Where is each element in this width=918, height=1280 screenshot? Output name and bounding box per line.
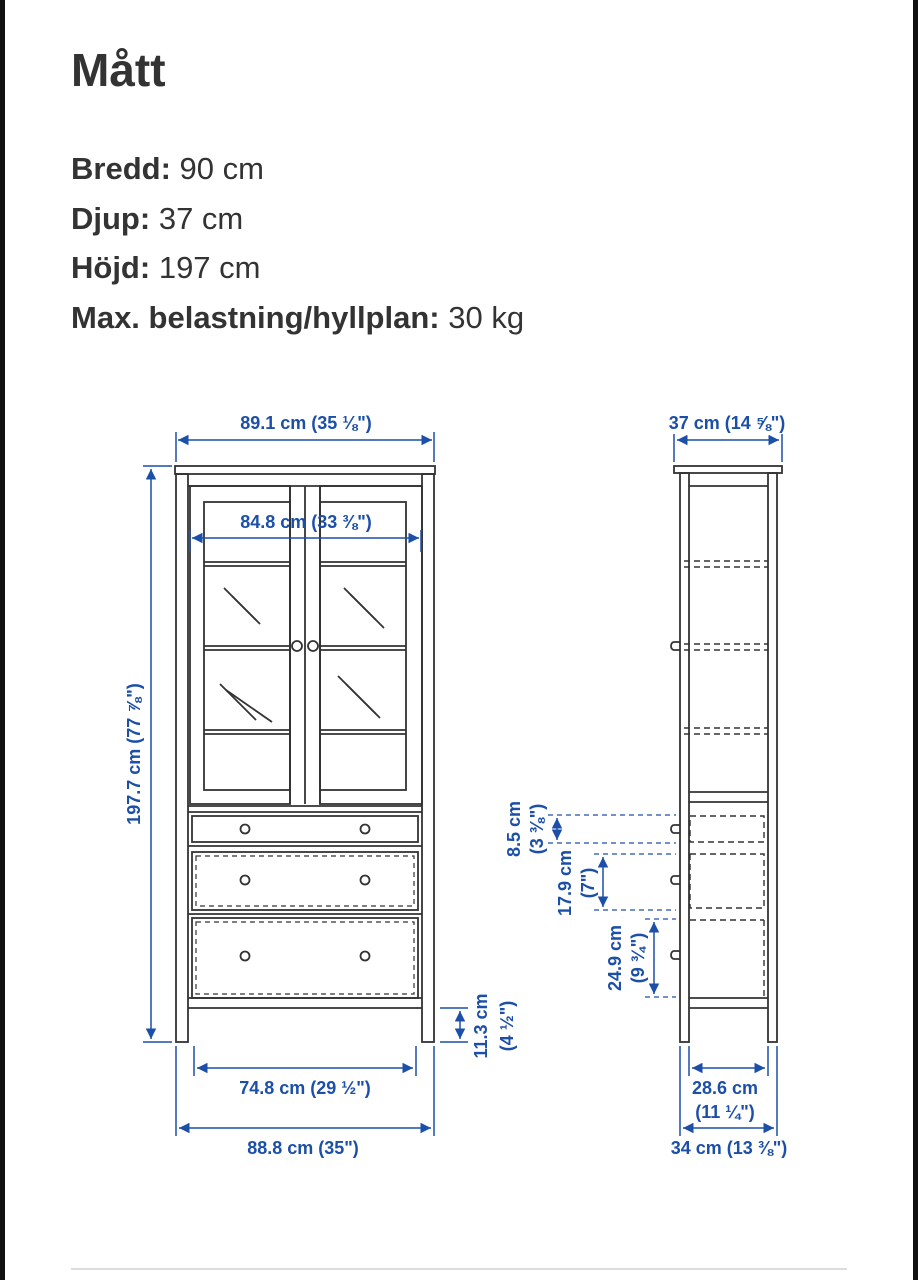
door-knob-icon	[291, 640, 303, 652]
drawer-knob-icon	[239, 874, 251, 886]
drawer1-height-inch-label: (3 ⅜")	[527, 804, 547, 855]
drawer-knob-icon	[239, 823, 251, 835]
spec-value: 197 cm	[158, 250, 261, 286]
front-drawer-dashes	[195, 855, 415, 995]
spec-list: Bredd: 90 cm Djup: 37 cm Höjd: 197 cm Ma…	[71, 144, 524, 342]
dimension-extension-dashes	[548, 814, 676, 998]
door-knob-icon	[307, 640, 319, 652]
spec-value: 90 cm	[179, 151, 264, 186]
front-bottom-width-label: 88.8 cm (35")	[247, 1138, 359, 1158]
drawer-3	[191, 917, 419, 999]
spec-label: Höjd:	[71, 250, 151, 286]
dimension-lines	[143, 432, 783, 1136]
drawer-knob-icon	[359, 950, 371, 962]
side-inner-depth-inch-label: (11 ¼")	[695, 1102, 755, 1122]
drawer-1	[191, 815, 419, 843]
spec-value: 30 kg	[448, 299, 525, 335]
spec-label: Max. belastning/hyllplan:	[71, 299, 440, 335]
spec-width: Bredd: 90 cm	[71, 144, 524, 194]
spec-height: Höjd: 197 cm	[71, 243, 524, 293]
spec-value: 37 cm	[158, 200, 244, 236]
drawer3-height-label: 24.9 cm	[605, 925, 625, 991]
drawer3-height-inch-label: (9 ¾")	[628, 933, 648, 984]
page-title: Mått	[71, 44, 166, 96]
spec-depth: Djup: 37 cm	[71, 194, 524, 244]
drawer2-height-label: 17.9 cm	[555, 850, 575, 916]
bottom-divider	[71, 1268, 847, 1270]
front-height-label: 197.7 cm (77 ⅞")	[124, 683, 144, 825]
front-inner-width-label: 84.8 cm (33 ⅜")	[240, 512, 372, 532]
drawer-knob-icon	[359, 823, 371, 835]
side-shelf-dashes	[684, 560, 768, 996]
right-edge-bar	[913, 0, 918, 1280]
spec-label: Djup:	[71, 200, 151, 236]
front-view-cabinet	[174, 465, 436, 1043]
side-top-depth-label: 37 cm (14 ⅝")	[669, 413, 786, 433]
side-inner-depth-label: 28.6 cm	[692, 1078, 758, 1098]
side-view-cabinet	[670, 465, 783, 1043]
drawer-2	[191, 851, 419, 911]
front-top-width-label: 89.1 cm (35 ⅛")	[240, 413, 372, 433]
left-door	[189, 485, 291, 805]
drawer-width-label: 74.8 cm (29 ½")	[239, 1078, 371, 1098]
leg-height-label: 11.3 cm	[471, 993, 491, 1058]
drawer-knob-icon	[239, 950, 251, 962]
side-bottom-depth-label: 34 cm (13 ⅜")	[671, 1138, 788, 1158]
spec-label: Bredd:	[71, 151, 171, 186]
left-edge-bar	[0, 0, 5, 1280]
drawer2-height-inch-label: (7")	[578, 868, 598, 899]
leg-height-inch-label: (4 ½")	[497, 1001, 517, 1052]
spec-max-load: Max. belastning/hyllplan: 30 kg	[71, 293, 524, 343]
drawer1-height-label: 8.5 cm	[504, 801, 524, 857]
drawer-knob-icon	[359, 874, 371, 886]
